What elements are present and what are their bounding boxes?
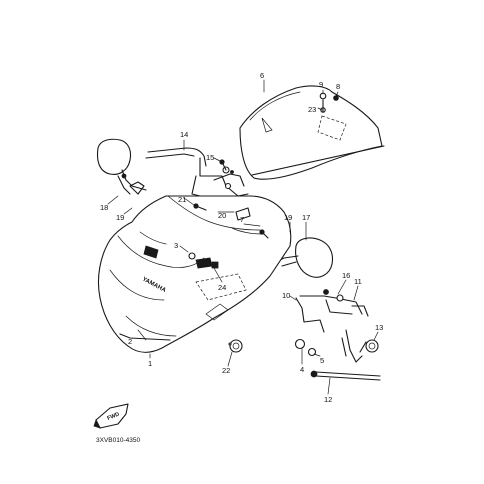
fastener-parts [188, 92, 339, 346]
left-mirror [96, 138, 147, 195]
drawing-code: 3XVB010-4350 [96, 437, 140, 444]
label-15: 15 [206, 153, 214, 162]
label-19-right: 19 [284, 213, 292, 222]
label-6: 6 [260, 71, 264, 80]
label-5: 5 [320, 356, 324, 365]
label-23: 23 [308, 105, 316, 114]
forward-arrow: FWD [93, 403, 129, 429]
label-4: 4 [300, 365, 304, 374]
front-fairing: YAMAHA [97, 195, 292, 353]
label-10: 10 [282, 291, 290, 300]
label-2: 2 [128, 337, 132, 346]
label-3: 3 [174, 241, 178, 250]
label-13: 13 [375, 323, 383, 332]
label-8: 8 [336, 82, 340, 91]
lower-stay-assembly [294, 289, 381, 381]
windscreen [239, 85, 385, 180]
label-12: 12 [324, 395, 332, 404]
cowling-stay [145, 147, 249, 197]
label-18: 18 [100, 203, 108, 212]
label-16: 16 [342, 271, 350, 280]
leader-lines [107, 79, 379, 395]
label-9: 9 [319, 80, 323, 89]
label-20: 20 [218, 211, 226, 220]
label-21: 21 [178, 195, 186, 204]
label-14: 14 [180, 130, 188, 139]
part-number-labels: 1 2 3 4 5 6 7 8 9 10 11 12 13 14 15 16 1… [100, 71, 383, 404]
label-19-left: 19 [116, 213, 124, 222]
fwd-text: FWD [107, 412, 121, 422]
label-24: 24 [218, 283, 226, 292]
label-7: 7 [240, 215, 244, 224]
label-22: 22 [222, 366, 230, 375]
label-11: 11 [354, 277, 362, 286]
label-1: 1 [148, 359, 152, 368]
label-17: 17 [302, 213, 310, 222]
